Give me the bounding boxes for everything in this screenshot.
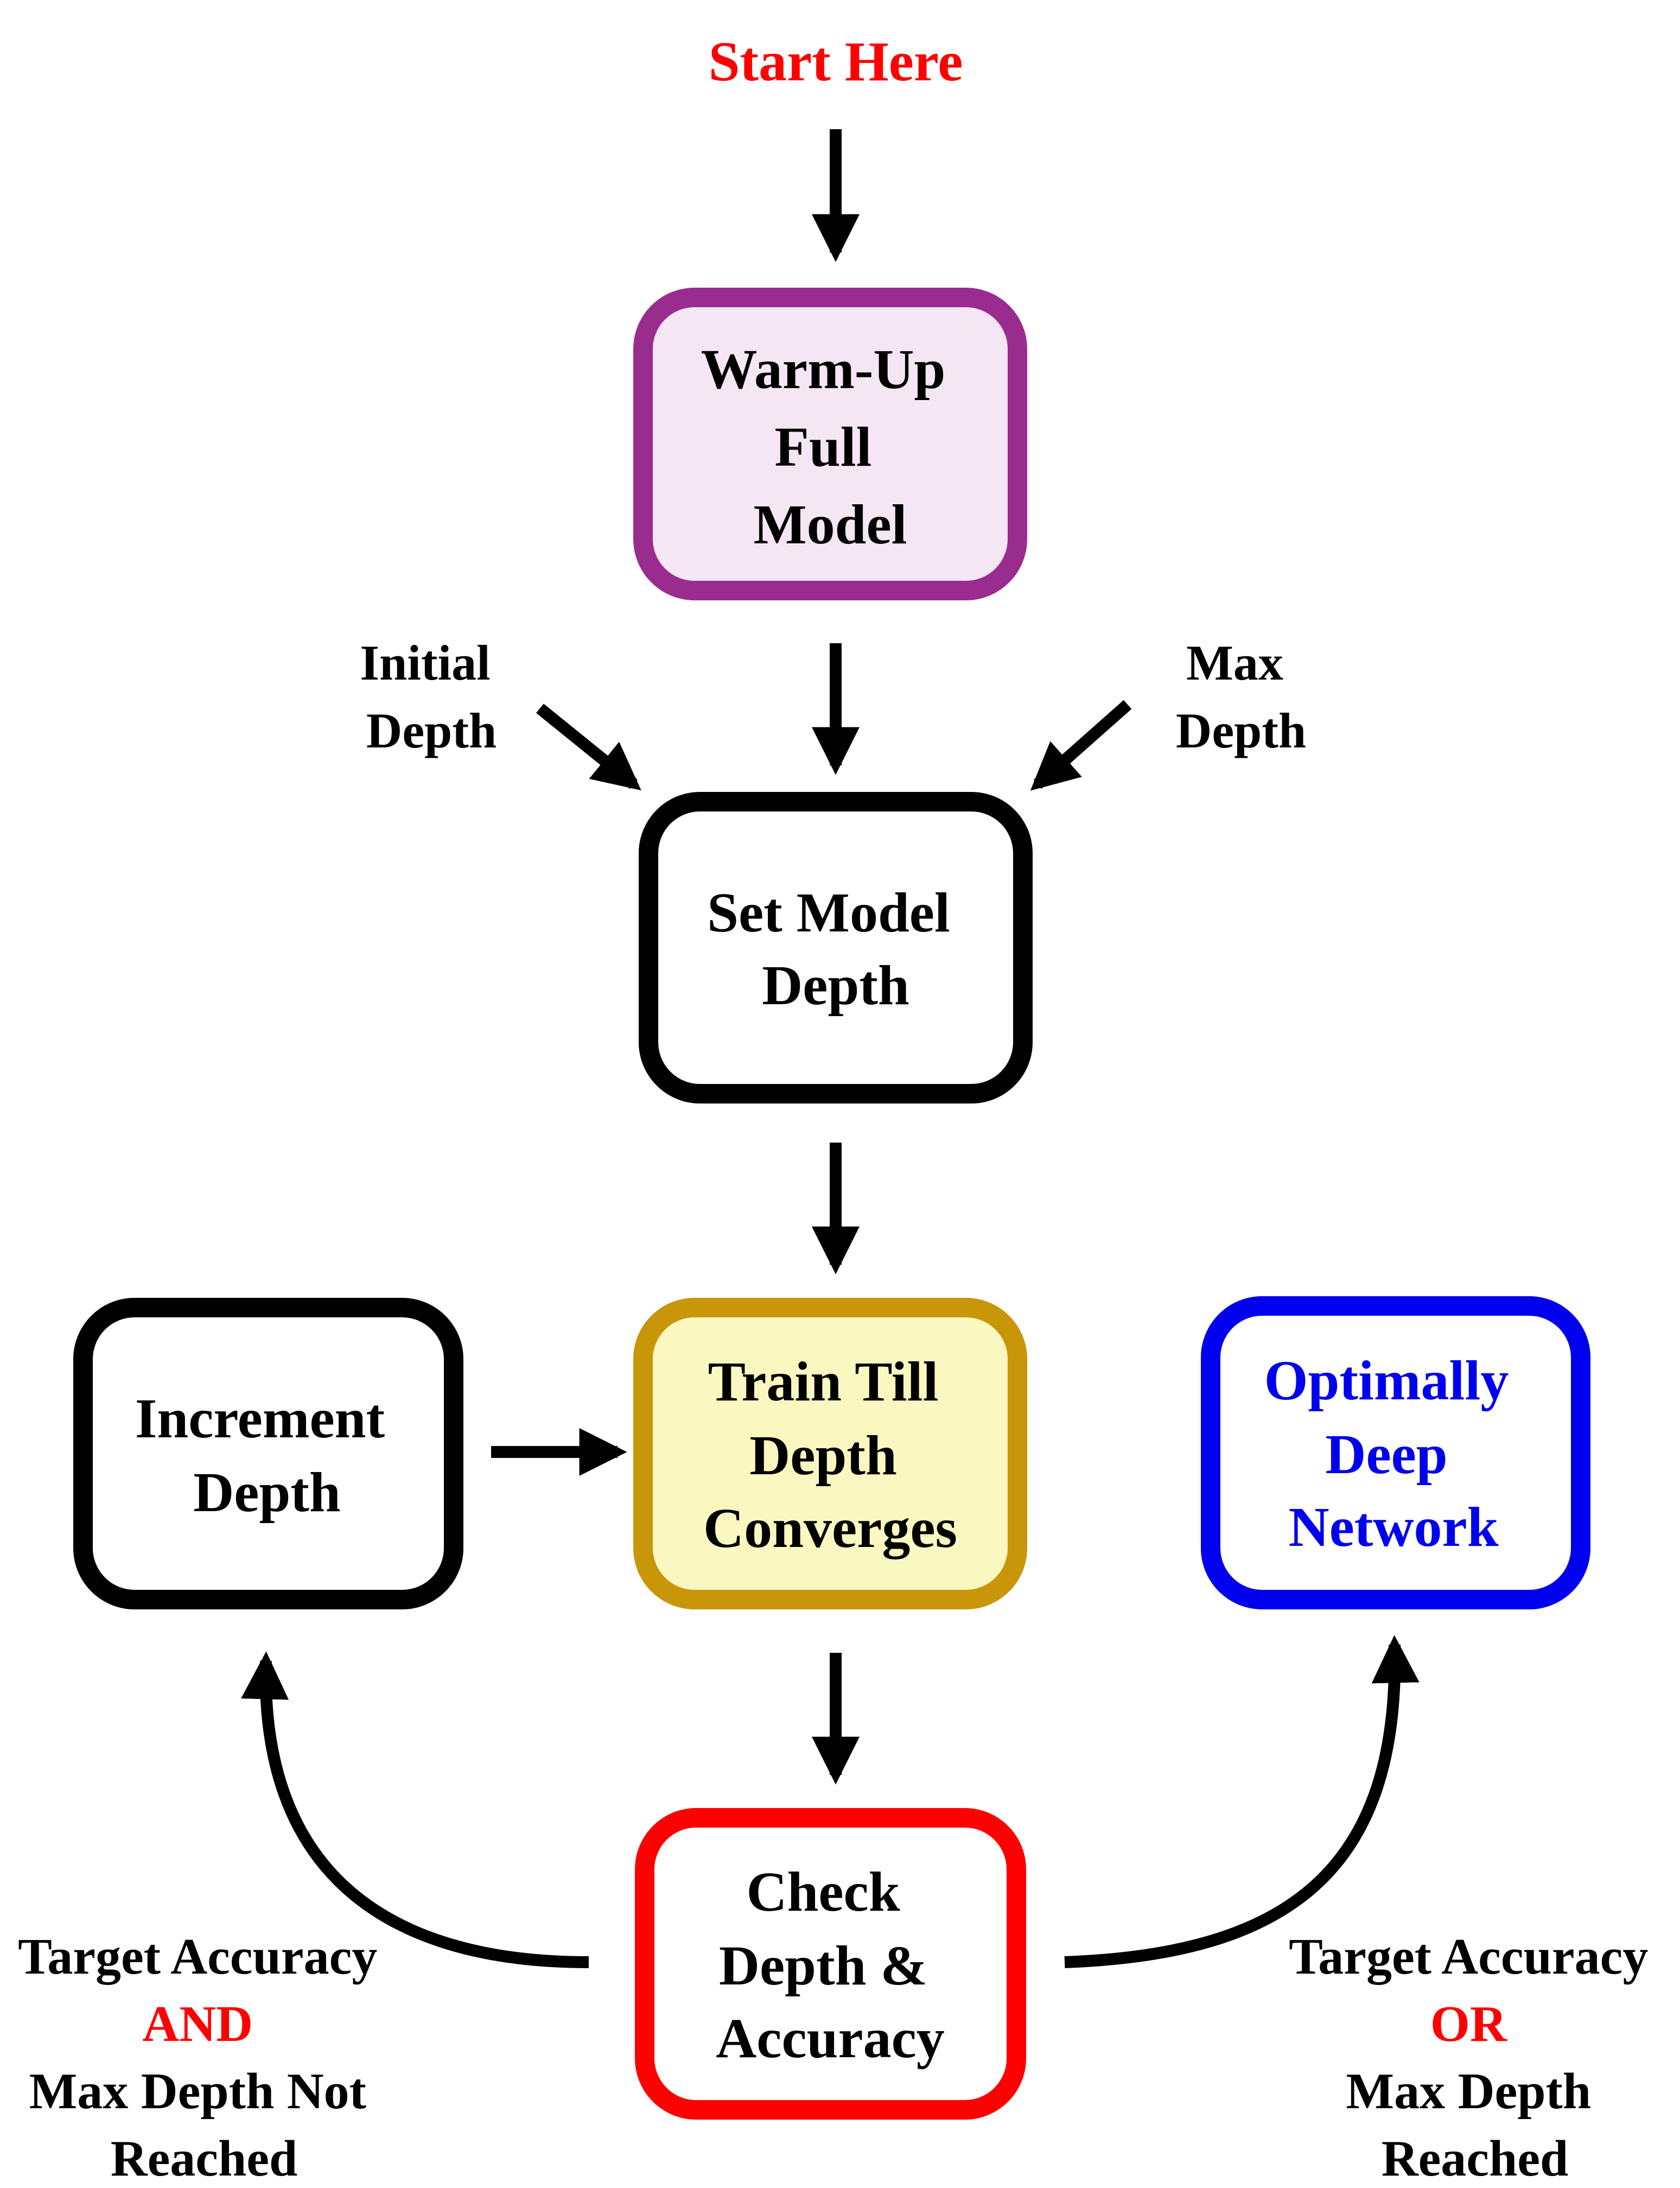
right-condition-line-1: Target Accuracy — [1289, 1929, 1648, 1985]
initial-depth-line-1: Initial — [360, 635, 490, 690]
warmup-line-3: Model — [753, 493, 907, 556]
right-condition-conjunction: OR — [1430, 1996, 1507, 2052]
optimal-label: Optimally Deep Network — [1264, 1349, 1523, 1558]
optimal-line-3: Network — [1288, 1496, 1498, 1558]
warmup-line-2: Full — [774, 416, 871, 478]
optimal-box — [1201, 1296, 1590, 1609]
right-condition-label: Target Accuracy OR Max Depth Reached — [1289, 1929, 1661, 2187]
right-condition-line-3: Max Depth — [1346, 2063, 1591, 2120]
check-line-3: Accuracy — [716, 2007, 945, 2070]
start-label: Start Here — [709, 30, 963, 93]
train-label: Train Till Depth Converges — [703, 1350, 957, 1559]
warmup-box — [633, 288, 1027, 600]
left-condition-label: Target Accuracy AND Max Depth Not Reache… — [18, 1929, 390, 2187]
increment-line-1: Increment — [135, 1387, 385, 1450]
arrow-max-depth-to-set-depth — [1030, 700, 1132, 791]
arrow-check-to-increment — [241, 1651, 589, 1968]
train-line-3: Converges — [703, 1497, 957, 1559]
increment-line-2: Depth — [193, 1461, 341, 1524]
right-condition-line-4: Reached — [1382, 2130, 1569, 2187]
check-label: Check Depth & Accuracy — [716, 1861, 945, 2070]
check-line-1: Check — [746, 1861, 900, 1923]
optimal-line-1: Optimally — [1264, 1349, 1509, 1412]
set-depth-box — [639, 792, 1033, 1103]
warmup-label: Warm-Up Full Model — [701, 338, 960, 556]
set-depth-label: Set Model Depth — [707, 881, 964, 1017]
left-condition-line-1: Target Accuracy — [18, 1929, 377, 1985]
train-line-2: Depth — [749, 1424, 897, 1487]
left-condition-line-4: Reached — [111, 2130, 298, 2187]
set-depth-line-1: Set Model — [707, 881, 950, 944]
arrow-check-to-optimal — [1064, 1635, 1420, 1968]
max-depth-line-1: Max — [1186, 635, 1283, 690]
increment-box — [73, 1298, 463, 1609]
increment-label: Increment Depth — [135, 1387, 399, 1524]
optimal-line-2: Deep — [1325, 1423, 1447, 1486]
left-condition-conjunction: AND — [142, 1996, 253, 2052]
initial-depth-label: Initial Depth — [360, 635, 502, 758]
check-box — [635, 1808, 1026, 2120]
check-line-2: Depth & — [719, 1935, 927, 1997]
train-line-1: Train Till — [708, 1350, 939, 1413]
max-depth-line-2: Depth — [1176, 703, 1306, 758]
left-condition-line-3: Max Depth Not — [29, 2063, 366, 2120]
max-depth-label: Max Depth — [1176, 635, 1306, 758]
initial-depth-line-2: Depth — [366, 703, 497, 758]
train-box — [633, 1298, 1027, 1609]
set-depth-line-2: Depth — [762, 954, 909, 1017]
warmup-line-1: Warm-Up — [701, 338, 946, 401]
arrow-initial-depth-to-set-depth — [536, 703, 641, 791]
